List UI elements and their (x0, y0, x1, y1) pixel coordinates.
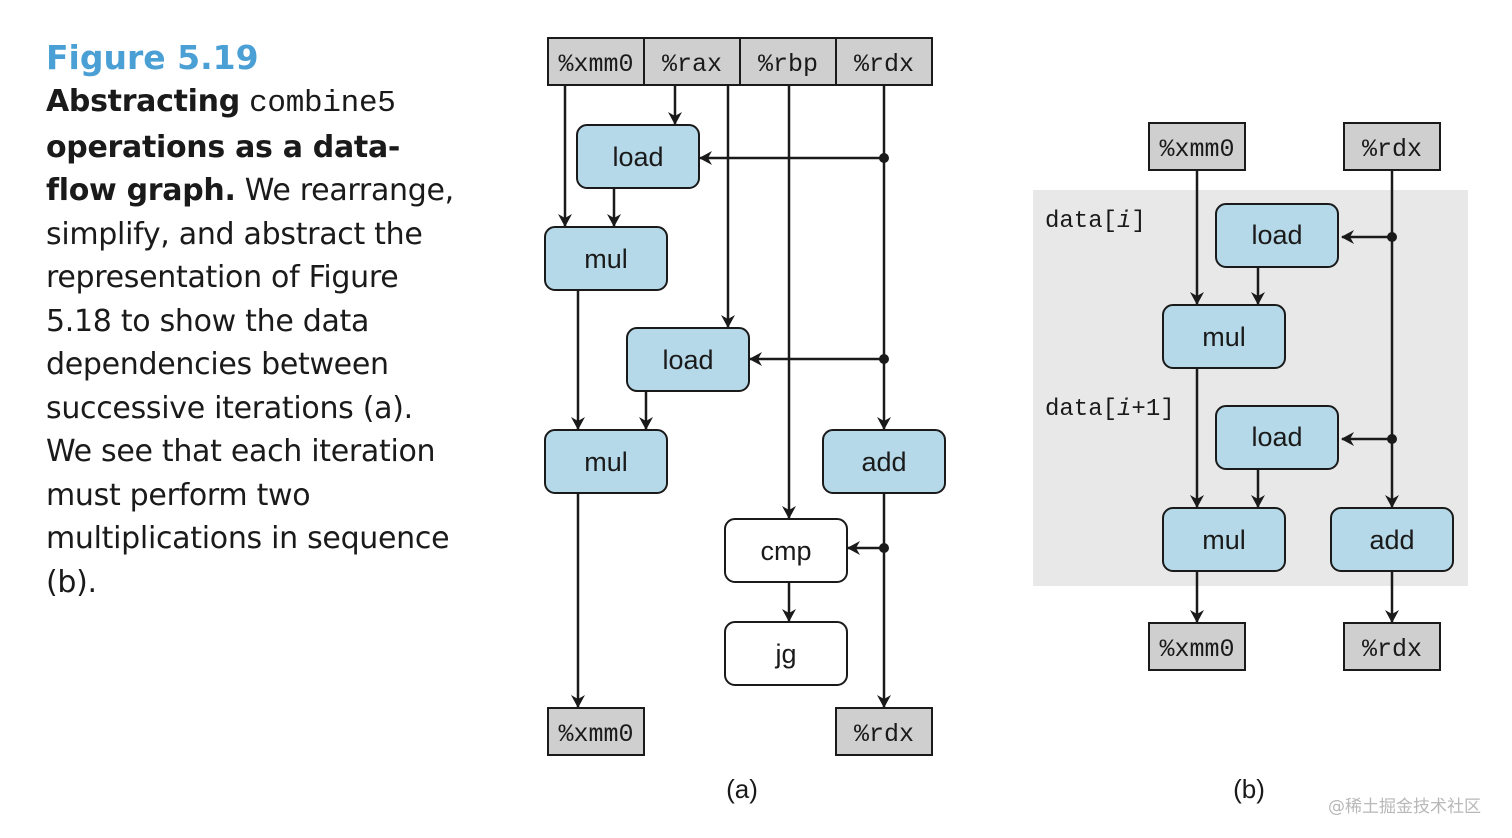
register-label: %rdx (854, 720, 914, 749)
diagram-a: %xmm0 %rax %rbp %rdx loa (544, 37, 946, 804)
node-label: load (662, 345, 713, 375)
node-label: load (1251, 422, 1302, 452)
node-label: add (1369, 525, 1414, 555)
register-label: %xmm0 (1159, 135, 1234, 164)
node-mul2-a: mul (544, 429, 668, 494)
junction-dot (879, 153, 889, 163)
node-cmp-a: cmp (724, 518, 848, 583)
edges-b (1190, 170, 1399, 623)
subfigure-label-a: (a) (726, 774, 758, 804)
node-label: mul (584, 447, 628, 477)
register-label: %xmm0 (558, 50, 633, 79)
subfigure-label-b: (b) (1233, 774, 1265, 804)
node-add-a: add (822, 429, 946, 494)
diagram-b: data[i] data[i+1] %xmm0 %rdx lo (1033, 122, 1468, 804)
output-register-xmm0-b: %xmm0 (1148, 622, 1246, 671)
input-register-rdx-b: %rdx (1343, 122, 1441, 171)
row-label-data-i: data[i] (1045, 208, 1146, 235)
node-label: jg (774, 639, 796, 669)
node-label: add (861, 447, 906, 477)
node-label: load (1251, 220, 1302, 250)
figure-label: Figure 5.19 (46, 38, 259, 77)
junction-dot (1387, 434, 1397, 444)
register-label: %xmm0 (1159, 635, 1234, 664)
row-label-data-i-plus-1: data[i+1] (1045, 396, 1175, 423)
output-register-rdx-b: %rdx (1343, 622, 1441, 671)
figure-caption: Figure 5.19 Abstracting combine5 operati… (46, 36, 466, 604)
caption-bold-lead-1: Abstracting (46, 84, 240, 119)
register-box-rbp (739, 37, 837, 86)
register-label: %rdx (1362, 635, 1422, 664)
output-register-xmm0-a: %xmm0 (547, 707, 645, 756)
input-registers-a: %xmm0 %rax %rbp %rdx (547, 37, 933, 86)
junction-dot (879, 354, 889, 364)
caption-bold-lead-2: operations as a data-flow graph. (46, 129, 401, 209)
node-jg-a: jg (724, 621, 848, 686)
caption-text: Abstracting combine5 operations as a dat… (46, 80, 466, 604)
node-label: mul (1202, 322, 1246, 352)
node-load1-a: load (576, 124, 700, 189)
node-label: cmp (760, 536, 811, 566)
register-label: %xmm0 (558, 720, 633, 749)
register-box-rdx (835, 37, 933, 86)
output-register-rdx-a: %rdx (835, 707, 933, 756)
node-label: load (612, 142, 663, 172)
junction-dot (1387, 232, 1397, 242)
node-mul1-a: mul (544, 226, 668, 291)
node-load2-b: load (1215, 405, 1339, 470)
node-label: mul (584, 244, 628, 274)
node-add-b: add (1330, 507, 1454, 572)
register-label: %rdx (854, 50, 914, 79)
edges-a (558, 85, 891, 708)
junction-dot (879, 543, 889, 553)
node-load1-b: load (1215, 203, 1339, 268)
register-box-xmm0 (547, 37, 645, 86)
register-label: %rdx (1362, 135, 1422, 164)
node-mul2-b: mul (1162, 507, 1286, 572)
input-register-xmm0-b: %xmm0 (1148, 122, 1246, 171)
register-box-rax (643, 37, 741, 86)
caption-code-term: combine5 (249, 86, 396, 121)
register-label: %rax (662, 50, 722, 79)
caption-body: We rearrange, simplify, and abstract the… (46, 173, 454, 600)
node-load2-a: load (626, 327, 750, 392)
register-label: %rbp (758, 50, 818, 79)
node-mul1-b: mul (1162, 304, 1286, 369)
node-label: mul (1202, 525, 1246, 555)
watermark: @稀土掘金技术社区 (1328, 797, 1481, 817)
